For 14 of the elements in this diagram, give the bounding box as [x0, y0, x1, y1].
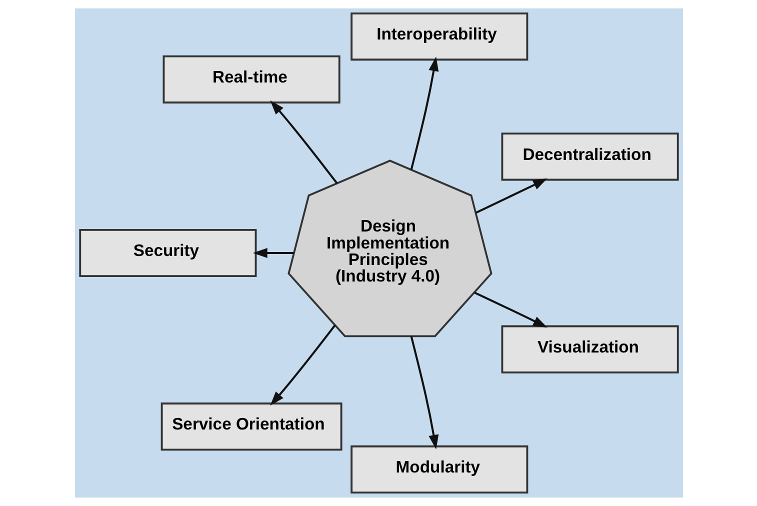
arrow: [474, 292, 547, 328]
arrow: [270, 100, 338, 184]
node-box: Visualization: [500, 325, 678, 374]
arrow: [410, 336, 438, 450]
node-box: Security: [78, 228, 256, 278]
node-box: Interoperability: [350, 12, 528, 61]
node-box: Real-time: [162, 55, 340, 104]
node-box: Service Orientation: [160, 402, 342, 451]
node-box: Decentralization: [500, 132, 678, 181]
arrow: [410, 56, 438, 170]
arrow: [475, 178, 547, 214]
node-box: Modularity: [350, 445, 528, 494]
arrow: [270, 324, 336, 406]
arrow: [252, 248, 294, 258]
